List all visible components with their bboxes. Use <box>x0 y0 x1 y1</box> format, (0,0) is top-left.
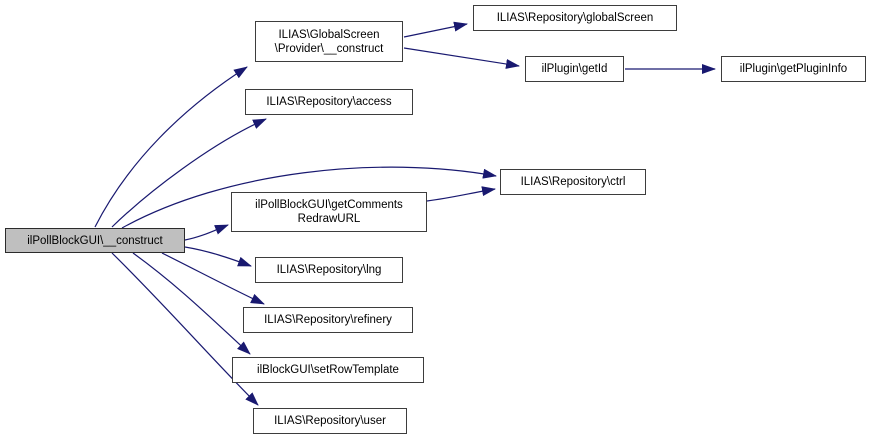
edge-provider-to-globalscreen <box>403 21 468 38</box>
node-getcommentsredrawurl[interactable]: ilPollBlockGUI\getComments RedrawURL <box>231 192 427 232</box>
node-repository-ctrl[interactable]: ILIAS\Repository\ctrl <box>500 169 646 195</box>
node-ilplugin-getplugininfo[interactable]: ilPlugin\getPluginInfo <box>721 56 866 82</box>
edge-provider-to-getid <box>403 47 520 69</box>
node-globalscreen-provider-construct[interactable]: ILIAS\GlobalScreen \Provider\__construct <box>255 21 403 62</box>
node-label: ilPlugin\getPluginInfo <box>739 63 848 75</box>
node-label: ILIAS\Repository\access <box>266 96 392 108</box>
node-label: ILIAS\Repository\lng <box>276 264 382 276</box>
node-ilplugin-getid[interactable]: ilPlugin\getId <box>525 56 624 82</box>
node-repository-globalscreen[interactable]: ILIAS\Repository\globalScreen <box>473 5 677 31</box>
edge-construct-to-getcomments <box>184 224 229 241</box>
node-repository-refinery[interactable]: ILIAS\Repository\refinery <box>243 307 413 333</box>
node-repository-lng[interactable]: ILIAS\Repository\lng <box>255 257 403 283</box>
node-setrowtemplate[interactable]: ilBlockGUI\setRowTemplate <box>232 357 424 383</box>
edge-construct-to-user <box>111 252 259 406</box>
node-ilpollblockgui-construct: ilPollBlockGUI\__construct <box>5 228 185 253</box>
node-label: ilBlockGUI\setRowTemplate <box>257 364 399 376</box>
node-repository-user[interactable]: ILIAS\Repository\user <box>253 408 407 434</box>
edge-construct-to-provider <box>94 66 248 228</box>
node-label-line: \Provider\__construct <box>274 42 384 55</box>
edge-construct-to-access <box>111 118 267 228</box>
node-label-line: ilPollBlockGUI\getComments <box>255 199 403 211</box>
node-label: ILIAS\Repository\user <box>274 415 386 427</box>
edge-construct-to-setrowtemplate <box>132 252 251 355</box>
edge-construct-to-refinery <box>161 252 265 305</box>
node-label: ilPlugin\getId <box>541 63 608 75</box>
node-label: ilPollBlockGUI\__construct <box>27 234 163 247</box>
node-label-line: ILIAS\GlobalScreen <box>278 28 380 41</box>
edge-getcomments-to-ctrl <box>426 186 496 202</box>
node-repository-access[interactable]: ILIAS\Repository\access <box>245 89 413 115</box>
edge-construct-to-ctrl <box>121 166 497 229</box>
node-label: ILIAS\Repository\globalScreen <box>496 12 654 24</box>
edge-construct-to-lng <box>184 246 252 267</box>
node-label-line: RedrawURL <box>297 213 361 225</box>
node-label: ILIAS\Repository\refinery <box>264 314 392 326</box>
node-label: ILIAS\Repository\ctrl <box>520 176 626 188</box>
